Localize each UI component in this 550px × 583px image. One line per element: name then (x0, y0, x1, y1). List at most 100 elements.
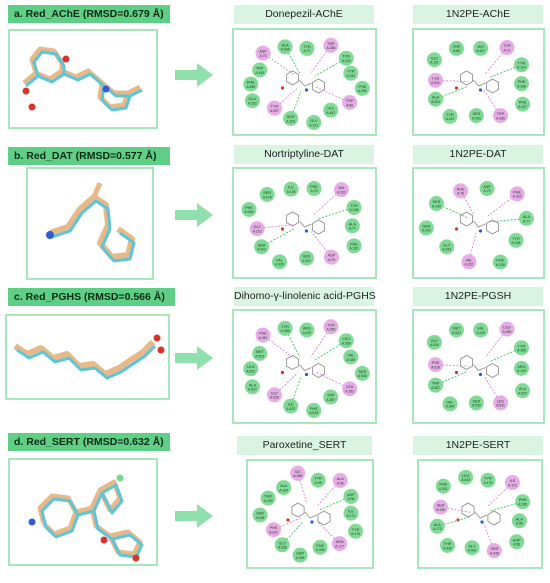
row-b-chain-predicted (51, 199, 136, 263)
residue-label: A:443 (461, 478, 470, 482)
residue-label: A:338 (517, 84, 526, 88)
residue-label: A:77 (523, 219, 530, 223)
residue-label: SER (296, 552, 304, 556)
ligand-skeleton (454, 211, 499, 235)
residue-label: A:172 (347, 514, 356, 518)
residue-label: HIS (477, 45, 484, 49)
residue-label: A:527 (248, 388, 257, 392)
residue-label: ALA (516, 517, 524, 521)
residue-label: TRP (327, 42, 335, 46)
residue-label: A:149 (432, 204, 441, 208)
row-c-chain-predicted (16, 344, 157, 380)
residue-label: PHE (432, 361, 440, 365)
residue-label: A:116 (476, 331, 485, 335)
residue-label: VAL (276, 258, 283, 262)
residue-label: A:96 (337, 481, 344, 485)
residue-label: TYR (314, 477, 322, 481)
residue-label: A:523 (286, 407, 295, 411)
row-b-ref-header: Nortriptyline-DAT (234, 145, 374, 164)
interaction-line (257, 224, 293, 230)
residue-label: ALA (349, 222, 357, 226)
residue-label: A:337 (270, 109, 279, 113)
residue-label: LEU (343, 337, 351, 341)
residue-label: GLY (279, 541, 287, 545)
residue-label: SER (358, 370, 366, 374)
residue-label: HIS (328, 107, 335, 111)
residue-label: A:173 (433, 527, 442, 531)
row-d-superposition-image (28, 474, 144, 562)
residue-label: PHE (247, 81, 255, 85)
residue-label: ASN (336, 540, 344, 544)
residue-label: TRP (327, 394, 335, 398)
residue-label: SER (437, 504, 445, 508)
residue-label: ALA (249, 383, 257, 387)
residue-label: ARG (303, 327, 311, 331)
residue-label: A:359 (342, 341, 351, 345)
residue-label: A:355 (517, 349, 526, 353)
interaction-line (489, 64, 522, 79)
interaction-line (316, 207, 355, 220)
residue-label: A:352 (345, 390, 354, 394)
residue-label: A:153 (253, 230, 262, 234)
residue-label: A:336 (296, 556, 305, 560)
residue-label: TYR (281, 325, 289, 329)
interaction-line (314, 57, 347, 77)
interaction-line (435, 370, 468, 386)
residue-label: GLY (310, 119, 318, 123)
row-a-structure-panel (8, 29, 158, 129)
row-d-test-interaction-diagram: TYRA:176ILEA:172PHEA:335ALAA:96ASPA:98SE… (429, 469, 531, 559)
residue-label: ILE (510, 479, 516, 483)
residue-label: A:530 (358, 374, 367, 378)
row-a-test-interaction-diagram: HISA:447TYRA:72TYRA:124PHEA:338PHEA:297T… (426, 40, 531, 124)
interaction-line (490, 218, 527, 223)
residue-label: A:120 (517, 369, 526, 373)
residue-label: A:203 (286, 119, 295, 123)
residue-label: ALA (523, 215, 531, 219)
residue-label: MET (256, 350, 265, 354)
row-b-test-header: 1N2PE-DAT (413, 145, 543, 164)
residue-label: TYR (342, 55, 350, 59)
residue-label: A:439 (264, 499, 273, 503)
residue-label: GLY (443, 243, 451, 247)
residue-label: A:77 (349, 227, 356, 231)
row-c-label: c. Red_PGHS (RMSD=0.566 Å) (8, 288, 175, 306)
residue-label: TYR (503, 44, 511, 48)
residue-label: A:328 (275, 263, 284, 267)
row-d-label: d. Red_SERT (RMSD=0.632 Å) (8, 433, 170, 451)
residue-label: A:447 (326, 111, 335, 115)
residue-label: A:95 (315, 481, 322, 485)
residue-label: PHE (245, 206, 253, 210)
residue-label: PHE (519, 498, 527, 502)
residue-label: A:148 (287, 190, 296, 194)
residue-label: A:387 (326, 398, 335, 402)
residue-label: ALA (519, 387, 527, 391)
residue-label: A:320 (513, 195, 522, 199)
residue-label: A:203 (472, 116, 481, 120)
residue-label: A:439 (443, 546, 452, 550)
interaction-line (485, 328, 508, 358)
residue-label: TYR (484, 477, 492, 481)
